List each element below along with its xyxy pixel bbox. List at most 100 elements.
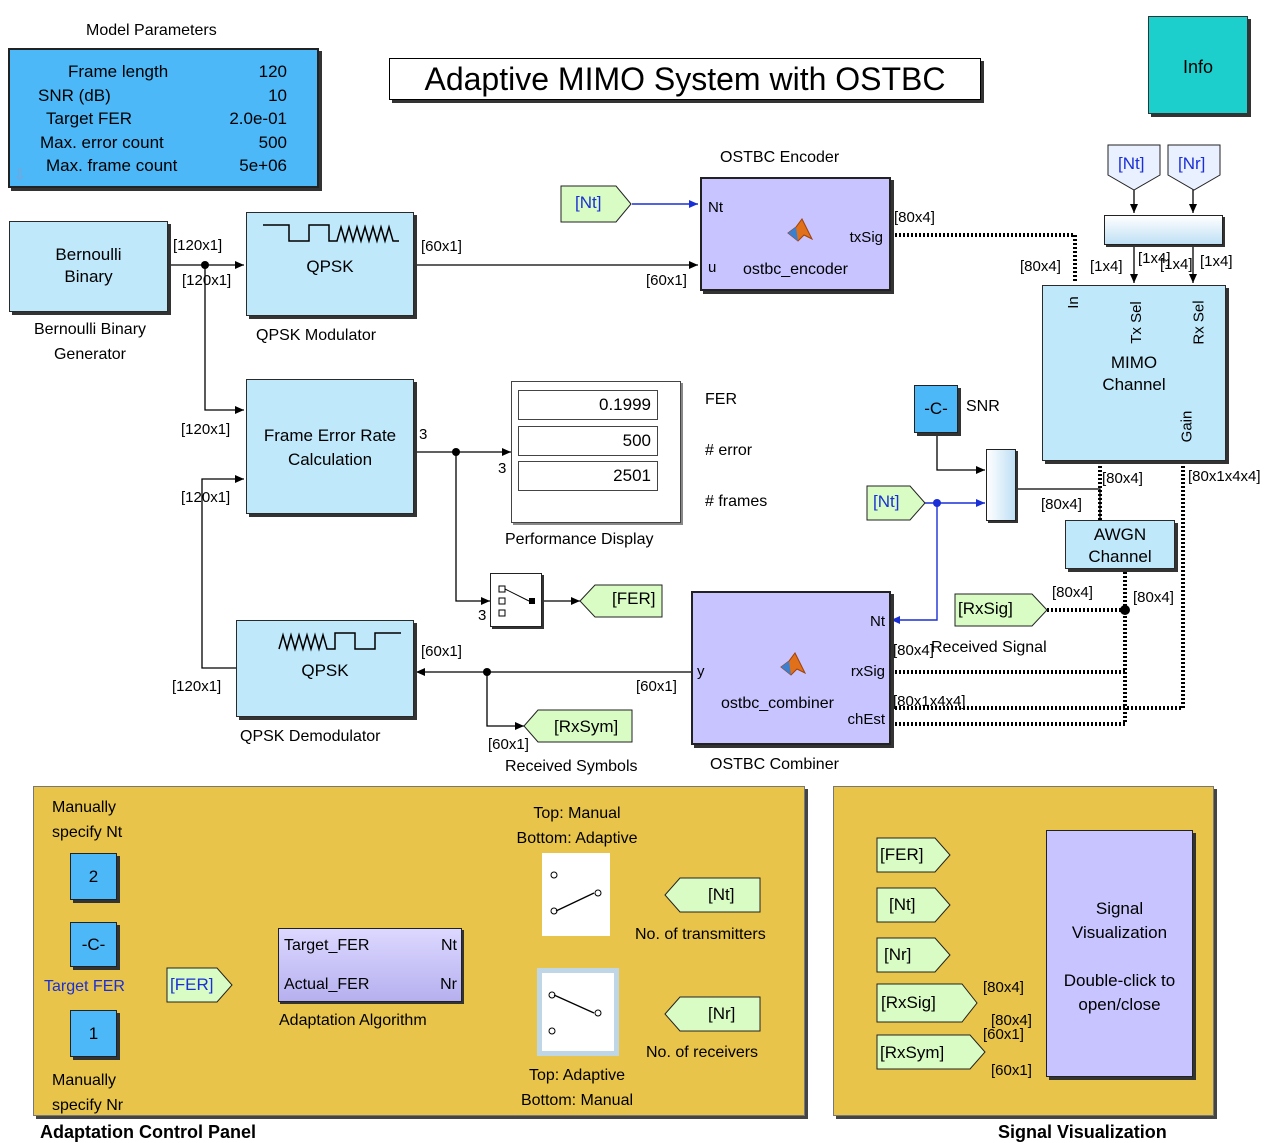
qpsk-demod-caption: QPSK Demodulator (240, 728, 381, 745)
matlab-icon (787, 218, 814, 242)
encoder-port-txsig: txSig (849, 229, 883, 246)
sig-label: [60x1] (646, 272, 687, 289)
display-label-fer: FER (705, 391, 737, 408)
param-name: Max. frame count (46, 156, 178, 175)
sig-label: [80x4] (1133, 589, 1174, 606)
nt-from-tag-mimo (1107, 144, 1161, 191)
fer-calculation-block[interactable]: Frame Error Rate Calculation (246, 379, 414, 514)
nt-constant-block[interactable]: 2 (70, 853, 117, 900)
diagram-title: Adaptive MIMO System with OSTBC (389, 58, 981, 100)
sig-label: [1x4] (1138, 250, 1171, 267)
fer-switch-block[interactable] (490, 573, 542, 627)
display-label-frames: # frames (705, 493, 768, 510)
param-name: Target FER (46, 109, 132, 128)
viz-tag-nr: [Nr] (884, 945, 912, 964)
nt-goto-tag-adapt: [Nt] (708, 885, 735, 904)
param-name: Max. error count (40, 132, 164, 152)
nt-tag-mimo-text: [Nt] (1118, 154, 1145, 173)
fer-goto-tag (579, 584, 663, 618)
display-in-port: 3 (498, 460, 507, 477)
sig-label: [80x1x4x4] (893, 693, 966, 710)
ostbc-encoder-block[interactable]: Nt u txSig ostbc_encoder (700, 177, 891, 291)
target-fer-constant-block[interactable]: -C- (70, 922, 117, 967)
nt-from-tag-encoder (560, 185, 632, 223)
param-value: 120 (258, 62, 287, 81)
model-params-heading: Model Parameters (86, 22, 217, 39)
nr-constant-block[interactable]: 1 (70, 1010, 117, 1057)
qpsk-modulator-block[interactable]: QPSK (246, 212, 414, 316)
sig-label: [80x4] (991, 1012, 1032, 1029)
sig-label: [120x1] (173, 237, 223, 254)
signal-visualization-caption: Signal Visualization (998, 1122, 1167, 1142)
rxsig-tag-text: [RxSig] (958, 599, 1013, 618)
mux-block[interactable] (986, 449, 1016, 521)
sig-label: [1x4] (1200, 253, 1233, 270)
rxsym-goto-tag (523, 709, 633, 743)
ostbc-combiner-caption: OSTBC Combiner (710, 756, 839, 773)
manual-nt-label: Manually specify Nt (52, 799, 123, 841)
ostbc-encoder-caption: OSTBC Encoder (720, 149, 840, 166)
performance-display-caption: Performance Display (505, 531, 654, 548)
param-name: SNR (dB) (38, 85, 111, 105)
sig-label: [80x4] (894, 209, 935, 226)
sig-label: [1x4] (1160, 256, 1193, 273)
switch-icon (550, 871, 602, 915)
adaptation-algorithm-block[interactable]: Target_FER Actual_FER Nt Nr (278, 928, 462, 1002)
selector-block[interactable] (1104, 215, 1223, 245)
qpsk-mod-label: QPSK (306, 257, 354, 276)
sig-label: [120x1] (181, 421, 231, 438)
ostbc-combiner-block[interactable]: Nt rxSig chEst y ostbc_combiner (691, 591, 891, 745)
sig-label: [60x1] (983, 1026, 1024, 1043)
qpsk-mod-caption: QPSK Modulator (256, 327, 377, 344)
qpsk-demodulator-block[interactable]: QPSK (236, 620, 414, 717)
info-block[interactable]: Info (1148, 16, 1248, 114)
switch2-caption: Top: Adaptive Bottom: Manual (520, 1067, 634, 1109)
sig-label: [80x4] (1102, 470, 1143, 487)
sig-label: [80x4] (1041, 496, 1082, 513)
sig-label: [120x1] (182, 272, 232, 289)
combiner-port-nt: Nt (870, 613, 885, 630)
snr-constant-block[interactable]: -C- (914, 385, 958, 433)
nr-from-tag-mimo (1167, 144, 1221, 191)
nt-manual-switch[interactable] (542, 853, 610, 936)
fer-from-tag-adapt: [FER] (170, 975, 214, 994)
combiner-port-rxsig: rxSig (850, 663, 885, 680)
display-label-error: # error (705, 442, 753, 459)
viz-tag-fer: [FER] (880, 845, 924, 864)
combiner-port-y: y (697, 663, 705, 680)
sig-label: [80x4] (893, 642, 934, 659)
mimo-channel-block[interactable]: In Tx Sel Rx Sel MIMO Channel Gain (1042, 285, 1226, 461)
matlab-icon (780, 652, 807, 676)
sig-label: [80x4] (1052, 584, 1093, 601)
combiner-port-chest: chEst (847, 711, 885, 728)
algo-port-actual: Actual_FER (284, 976, 370, 993)
receivers-caption: No. of receivers (646, 1044, 759, 1061)
viz-block-title: Signal Visualization (1071, 899, 1168, 942)
switch-icon (498, 585, 535, 617)
performance-display[interactable]: 0.1999 500 2501 (511, 381, 681, 523)
algo-port-target: Target_FER (284, 937, 370, 954)
tag-shapes (523, 144, 1221, 743)
bernoulli-binary-block[interactable]: Bernoulli Binary (9, 221, 168, 312)
viz-tag-rxsig: [RxSig] (881, 993, 936, 1012)
viz-block-hint: Double-click to open/close (1063, 971, 1176, 1014)
target-fer-caption: Target FER (44, 978, 125, 995)
switch-icon (548, 991, 602, 1035)
signal-visualization-block[interactable]: Signal Visualization Double-click to ope… (1046, 830, 1193, 1077)
adaptation-algorithm-caption: Adaptation Algorithm (279, 1012, 427, 1029)
sig-label: [60x1] (421, 643, 462, 660)
fer-calc-out-port: 3 (419, 426, 428, 443)
sig-label: [120x1] (181, 489, 231, 506)
sig-label: [80x4] (1020, 258, 1061, 275)
sig-label: [60x1] (991, 1062, 1032, 1079)
nr-adaptive-switch[interactable] (537, 968, 619, 1056)
transmitters-caption: No. of transmitters (635, 926, 766, 943)
awgn-channel-block[interactable]: AWGN Channel (1065, 520, 1175, 569)
